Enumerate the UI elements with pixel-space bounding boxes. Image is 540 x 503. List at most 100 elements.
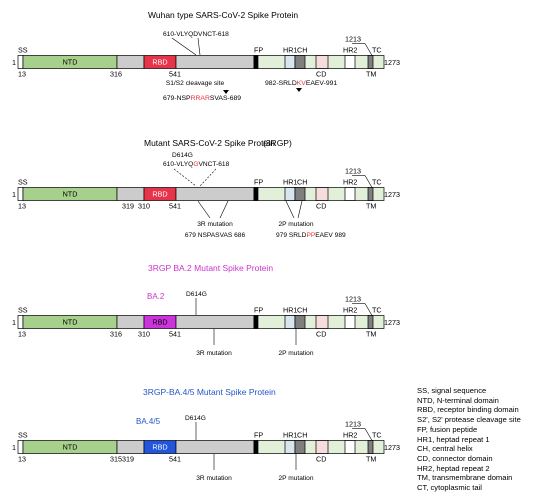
hr2-label: HR2 [343, 431, 357, 440]
ss-label: SS [18, 178, 28, 187]
p2-mutation-sequence: 979 SRLDPPEAEV 989 [276, 232, 346, 239]
hr1-domain [284, 187, 296, 201]
panel-title-suffix: (3RGP) [263, 138, 292, 148]
residue-310-label: 310 [138, 330, 150, 339]
r3-pointer-left [197, 200, 211, 219]
hr1-sequence: 982-SRLDKVEAEV-991 [265, 80, 337, 87]
ch-domain [294, 315, 306, 329]
rbd-label: RBD [152, 190, 167, 199]
r3-pointer-right [219, 200, 229, 219]
tm-label: TM [366, 330, 376, 339]
cd-label: CD [316, 70, 326, 79]
cd-label: CD [316, 330, 326, 339]
variant-label: BA.2 [147, 292, 165, 301]
residue-13-label: 13 [18, 330, 26, 339]
legend-item: SS, signal sequence [417, 386, 487, 395]
panel-title: 3RGP-BA.4/5 Mutant Spike Protein [143, 387, 276, 397]
hr1-domain [284, 440, 296, 454]
start-residue-label: 1 [12, 190, 16, 199]
cd-domain [315, 55, 329, 69]
legend-item: RBD, receptor binding domain [417, 405, 519, 415]
d614-sequence: 610-VLYQDVNCT-618 [163, 31, 229, 38]
ss-label: SS [18, 46, 28, 55]
p2-mutation-label: 2P mutation [278, 350, 313, 357]
fp-label: FP [254, 178, 263, 187]
ntd-label: NTD [63, 190, 78, 199]
cleavage-site-label: S1/S2 cleavage site [166, 80, 225, 87]
hr1-label: HR1 [283, 306, 297, 315]
residue-316-label: 316 [110, 330, 122, 339]
hr2-domain [344, 187, 356, 201]
end-residue-label: 1273 [384, 318, 400, 327]
residue-319-label: 319 [122, 202, 134, 211]
r3-mutation-label: 3R mutation [197, 221, 233, 228]
legend-item: TM, transmembrane domain [417, 473, 513, 483]
residue-541-label: 541 [169, 455, 181, 464]
cleavage-arrow [223, 90, 229, 94]
mutation-pointer-left [171, 37, 197, 56]
hr1-domain [284, 55, 296, 69]
rbd-label: RBD [152, 318, 167, 327]
residue-13-label: 13 [18, 70, 26, 79]
hr1-arrow [296, 88, 302, 92]
ch-label: CH [297, 306, 307, 315]
hr2-label: HR2 [343, 46, 357, 55]
fp-domain [253, 187, 259, 201]
tm-label: TM [366, 455, 376, 464]
mutation-pointer-left [173, 168, 197, 187]
ch-domain [294, 55, 306, 69]
start-residue-label: 1 [12, 318, 16, 327]
tc-label: TC [372, 178, 382, 187]
ch-domain [294, 187, 306, 201]
ss-domain [17, 440, 24, 454]
s1-c-terminal [175, 55, 255, 69]
ch-domain [294, 440, 306, 454]
tc-label: TC [372, 306, 382, 315]
ss-domain [17, 55, 24, 69]
p2-mutation-label: 2P mutation [278, 221, 313, 228]
hr2-domain [344, 440, 356, 454]
tm-label: TM [366, 70, 376, 79]
tm-label: TM [366, 202, 376, 211]
tc-label: TC [372, 431, 382, 440]
end-residue-label: 1273 [384, 190, 400, 199]
cd-label: CD [316, 202, 326, 211]
cd-domain [315, 440, 329, 454]
start-residue-label: 1 [12, 443, 16, 452]
hr2-domain [344, 55, 356, 69]
ss-domain [17, 187, 24, 201]
tm-connector [364, 428, 373, 441]
legend-item: FP, fusion peptide [417, 424, 478, 434]
cd-domain [315, 187, 329, 201]
rbd-label: RBD [152, 58, 167, 67]
rbd-label: RBD [152, 443, 167, 452]
r3-mutation-label: 3R mutation [196, 475, 232, 482]
ch-label: CH [297, 46, 307, 55]
panel-title: Mutant SARS-CoV-2 Spike Protein [144, 138, 275, 148]
legend-item: CD, connector domain [417, 453, 493, 463]
hr1-label: HR1 [283, 431, 297, 440]
hr2-label: HR2 [343, 306, 357, 315]
ntd-rbd-linker [116, 55, 145, 69]
s1-c-terminal [175, 315, 255, 329]
residue-1213-label: 1213 [345, 420, 361, 429]
start-residue-label: 1 [12, 58, 16, 67]
s1-c-terminal [175, 440, 255, 454]
mutation-pointer-right [199, 168, 217, 187]
ch-label: CH [297, 431, 307, 440]
fp-domain [253, 440, 259, 454]
residue-541-label: 541 [169, 70, 181, 79]
p2-pointer-right [297, 200, 303, 219]
tm-connector [364, 303, 373, 316]
residue-1213-label: 1213 [345, 295, 361, 304]
legend-item: NTD, N-terminal domain [417, 395, 499, 405]
fp-domain [253, 55, 259, 69]
legend-item: CT, cytoplasmic tail [417, 483, 482, 493]
legend-item: S2', S2' protease cleavage site [417, 415, 521, 425]
residue-541-label: 541 [169, 202, 181, 211]
fp-label: FP [254, 431, 263, 440]
legend-item: HR1, heptad repeat 1 [417, 434, 490, 444]
ntd-rbd-linker [116, 187, 145, 201]
tm-domain [367, 187, 374, 201]
